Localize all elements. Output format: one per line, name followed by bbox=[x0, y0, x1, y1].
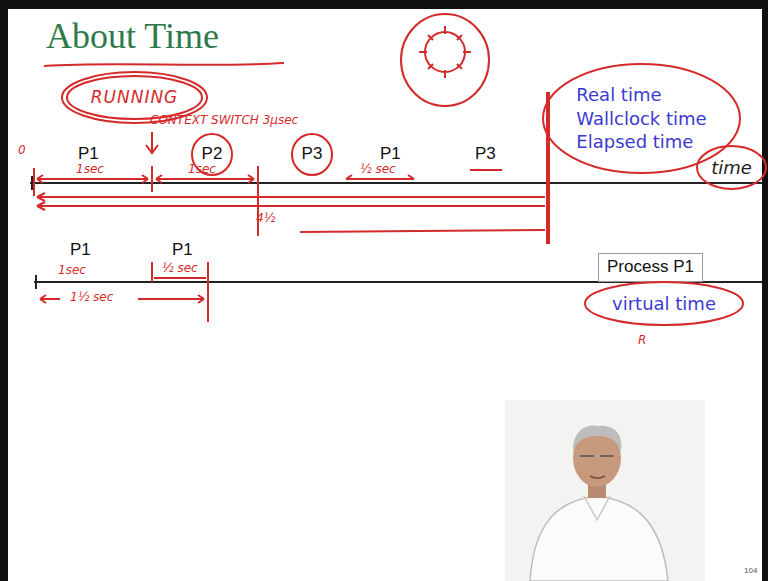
process-label: P3 bbox=[475, 144, 496, 164]
handwritten-duration: ½ sec bbox=[162, 262, 198, 276]
handwritten-number: 0 bbox=[18, 144, 26, 158]
frame-top bbox=[0, 0, 768, 9]
node-text: P3 bbox=[302, 143, 323, 165]
node-text-group: P3 bbox=[302, 143, 323, 165]
node-text-group: virtual time bbox=[612, 292, 716, 315]
red-circle-outline bbox=[697, 146, 766, 189]
timeline-tick bbox=[35, 275, 37, 289]
node-text-group: RUNNING bbox=[91, 86, 179, 108]
handwritten-note: CONTEXT SWITCH 3μsec bbox=[150, 114, 298, 128]
context-switch-arrow bbox=[146, 132, 158, 153]
node-text-group: Process P1 bbox=[607, 256, 694, 278]
node-text: Elapsed time bbox=[576, 130, 693, 153]
node-text-group: Real timeWallclock timeElapsed time bbox=[576, 83, 706, 153]
node-text: RUNNING bbox=[91, 86, 179, 108]
process-label: P3 bbox=[290, 132, 334, 177]
title-underline bbox=[44, 63, 284, 66]
red-annotations-row2 bbox=[40, 262, 208, 322]
red-circle-outline bbox=[543, 64, 740, 173]
timeline-tick bbox=[31, 176, 33, 190]
red-circle-outline bbox=[67, 76, 202, 119]
handwritten-duration: 1½ sec bbox=[70, 291, 113, 305]
process-label: P1 bbox=[70, 240, 91, 260]
process-box: Process P1 bbox=[598, 253, 703, 282]
red-circle-outline bbox=[585, 282, 743, 325]
real-timeline bbox=[30, 182, 762, 184]
slide-title: About Time bbox=[46, 16, 219, 57]
slide-number: 104 bbox=[744, 566, 757, 575]
virtual-time: virtual time bbox=[583, 280, 745, 327]
process-label: P1 bbox=[78, 144, 99, 164]
axis-label: time bbox=[695, 144, 768, 191]
handwritten-note: R bbox=[638, 334, 646, 348]
clock-doodle bbox=[401, 14, 489, 106]
presenter-video bbox=[505, 400, 705, 581]
node-text: Process P1 bbox=[607, 256, 694, 278]
red-circle-outline bbox=[292, 134, 332, 175]
handwritten-duration: 1sec bbox=[76, 163, 104, 177]
frame-right bbox=[762, 0, 768, 581]
node-text: virtual time bbox=[612, 292, 716, 315]
handwritten-duration: 4½ bbox=[256, 212, 275, 226]
frame-left bbox=[0, 0, 8, 581]
node-text-group: time bbox=[711, 156, 752, 179]
node-text: time bbox=[711, 156, 752, 179]
handwritten-duration: 1sec bbox=[58, 264, 86, 278]
handwritten-duration: ½ sec bbox=[360, 163, 396, 177]
process-label: P1 bbox=[172, 240, 193, 260]
handwritten-duration: 1sec bbox=[188, 163, 216, 177]
red-annotations-row1 bbox=[34, 92, 548, 244]
node-text: Real time bbox=[576, 83, 661, 106]
node-text: Wallclock time bbox=[576, 107, 706, 130]
process-label: P1 bbox=[380, 144, 401, 164]
